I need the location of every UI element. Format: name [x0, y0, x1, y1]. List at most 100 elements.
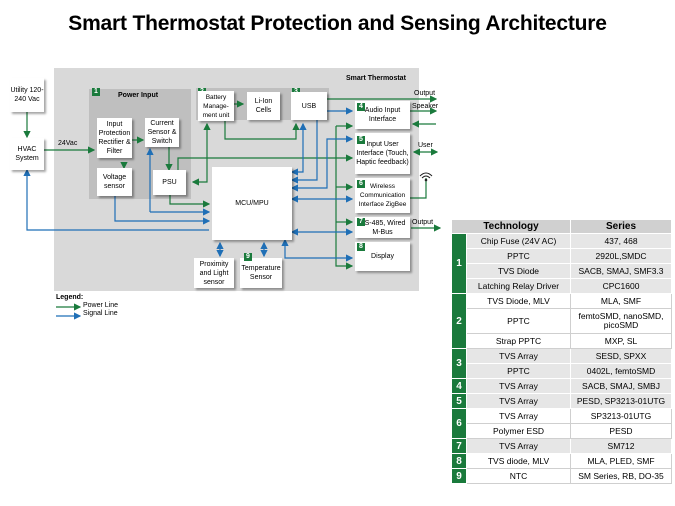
series-cell: MXP, SL: [570, 333, 672, 349]
wifi-icon: [419, 172, 433, 182]
badge-7: 7: [357, 218, 365, 226]
legend-signal: Signal Line: [83, 310, 118, 317]
series-cell: CPC1600: [570, 278, 672, 294]
series-cell: SESD, SPXX: [570, 348, 672, 364]
group-number: 3: [451, 348, 467, 379]
power-bus-vertical: [335, 126, 354, 270]
group-number: 2: [451, 293, 467, 349]
signal-audio-mcu: [290, 107, 354, 184]
series-cell: SACB, SMAJ, SMBJ: [570, 378, 672, 394]
power-psu-mcu: [169, 195, 211, 208]
input-protection-box: Input Protection Rectifier & Filter: [97, 118, 132, 158]
header-technology: Technology: [451, 219, 571, 234]
liion-cells-box: Li-Ion Cells: [247, 92, 280, 120]
series-cell: MLA, SMF: [570, 293, 672, 309]
hvac-system-box: HVAC System: [10, 138, 44, 170]
psu-box: PSU: [153, 170, 186, 195]
signal-voltage-mcu: [114, 196, 211, 225]
technology-cell: TVS Array: [466, 348, 571, 364]
badge-9: 9: [244, 253, 252, 261]
badge-4: 4: [357, 103, 365, 111]
badge-6: 6: [357, 180, 365, 188]
series-cell: SM712: [570, 438, 672, 454]
power-battery-psu: [191, 122, 211, 186]
badge-5: 5: [357, 136, 365, 144]
technology-cell: TVS Array: [466, 393, 571, 409]
page-title: Smart Thermostat Protection and Sensing …: [68, 12, 607, 35]
user-interface-box: Input User Interface (Touch, Haptic feed…: [355, 133, 410, 174]
group-number: 1: [451, 233, 467, 294]
group-number: 7: [451, 438, 467, 454]
series-cell: MLA, PLED, SMF: [570, 453, 672, 469]
technology-cell: TVS Array: [466, 438, 571, 454]
board-label: Smart Thermostat: [346, 75, 406, 82]
series-cell: SACB, SMAJ, SMF3.3: [570, 263, 672, 279]
group-number: 5: [451, 393, 467, 409]
antenna-line: [410, 178, 427, 199]
signal-mcu-display: [281, 238, 354, 262]
current-sensor-box: Current Sensor & Switch: [145, 118, 179, 147]
legend-power: Power Line: [83, 302, 119, 309]
series-cell: PESD, SP3213-01UTG: [570, 393, 672, 409]
usb-box: USB: [291, 92, 327, 120]
signal-user-mcu: [290, 135, 354, 192]
legend: Legend: Power Line Signal Line: [56, 294, 118, 317]
proximity-sensor-box: Proximity and Light sensor: [194, 258, 234, 288]
badge-8: 8: [357, 243, 365, 251]
series-cell: SM Series, RB, DO-35: [570, 468, 672, 484]
vac24-label: 24Vac: [58, 140, 78, 147]
utility-box: Utility 120-240 Vac: [10, 78, 44, 112]
output-label: Output: [414, 90, 436, 97]
signal-mcu-hvac: [23, 168, 209, 231]
technology-cell: PPTC: [466, 363, 571, 379]
technology-cell: TVS diode, MLV: [466, 453, 571, 469]
badge-1: 1: [92, 88, 100, 96]
battery-management-box: Battery Manage-ment unit: [198, 91, 234, 121]
technology-cell: PPTC: [466, 308, 571, 334]
technology-cell: TVS Array: [466, 378, 571, 394]
technology-cell: PPTC: [466, 248, 571, 264]
technology-cell: TVS Diode: [466, 263, 571, 279]
series-cell: 2920L,SMDC: [570, 248, 672, 264]
technology-cell: NTC: [466, 468, 571, 484]
series-cell: 0402L, femtoSMD: [570, 363, 672, 379]
signal-usb-mcu: [290, 122, 307, 176]
technology-cell: TVS Diode, MLV: [466, 293, 571, 309]
technology-cell: TVS Array: [466, 408, 571, 424]
user-label: User: [418, 142, 433, 149]
series-cell: femtoSMD, nanoSMD, picoSMD: [570, 308, 672, 334]
technology-cell: Polymer ESD: [466, 423, 571, 439]
series-cell: PESD: [570, 423, 672, 439]
power-bm-usb: [224, 121, 300, 140]
mcu-mpu-box: MCU/MPU: [212, 167, 292, 240]
rs485-output-label: Output: [412, 219, 434, 226]
power-input-label: Power Input: [118, 92, 159, 99]
temperature-sensor-box: Temperature Sensor: [240, 258, 282, 288]
series-cell: 437, 468: [570, 233, 672, 249]
technology-cell: Strap PPTC: [466, 333, 571, 349]
series-cell: SP3213-01UTG: [570, 408, 672, 424]
header-series: Series: [570, 219, 672, 234]
voltage-sensor-box: Voltage sensor: [97, 168, 132, 196]
group-number: 6: [451, 408, 467, 439]
technology-cell: Latching Relay Driver: [466, 278, 571, 294]
speaker-label: Speaker: [412, 103, 439, 110]
group-number: 8: [451, 453, 467, 469]
